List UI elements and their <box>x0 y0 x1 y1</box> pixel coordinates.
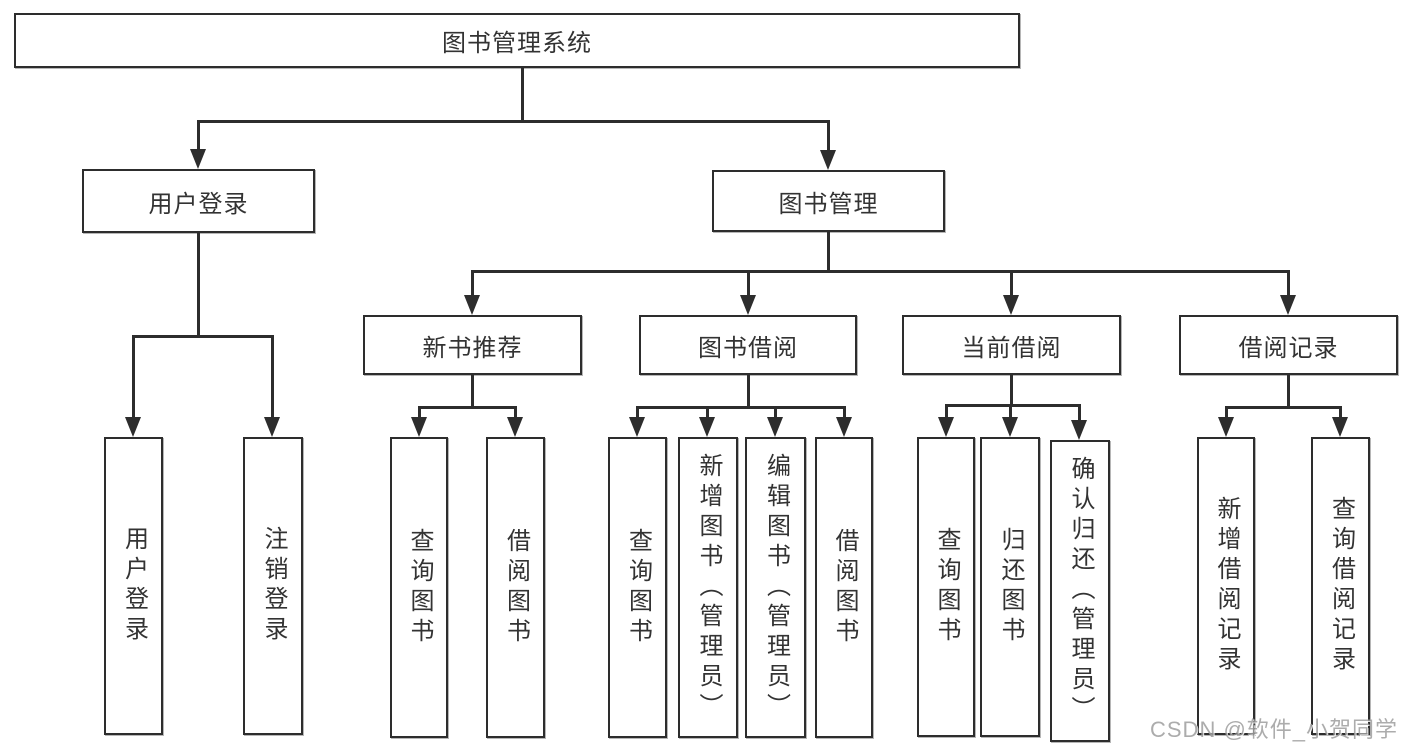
arrow-down-icon <box>125 417 141 437</box>
arrow-down-icon <box>820 150 836 170</box>
arrow-down-icon <box>1071 420 1087 440</box>
connector-stem <box>197 233 200 338</box>
arrow-shaft <box>1339 406 1342 422</box>
leaf-user-login: 用户登录 <box>104 437 163 735</box>
arrow-shaft <box>945 404 948 422</box>
leaf-query-books-borrow: 查询图书 <box>608 437 667 738</box>
arrow-shaft <box>271 335 274 423</box>
arrow-shaft <box>747 270 750 300</box>
connector-stem <box>827 232 830 273</box>
connector-rail <box>636 406 846 409</box>
arrow-shaft <box>132 335 135 423</box>
node-book-management: 图书管理 <box>712 170 945 232</box>
connector-rail <box>1225 406 1341 409</box>
leaf-add-book-admin: 新增图书（管理员） <box>678 437 738 738</box>
arrow-shaft <box>1078 404 1081 424</box>
arrow-shaft <box>1009 404 1012 422</box>
connector-stem <box>747 375 750 409</box>
arrow-down-icon <box>190 149 206 169</box>
connector-stem <box>1010 375 1013 407</box>
connector-stem <box>471 375 474 409</box>
arrow-down-icon <box>1332 417 1348 437</box>
arrow-down-icon <box>740 295 756 315</box>
arrow-shaft <box>827 120 830 155</box>
connector-rail <box>945 404 1080 407</box>
node-library-system: 图书管理系统 <box>14 13 1020 68</box>
connector-stem <box>521 68 524 123</box>
watermark: CSDN @软件_小贺同学 <box>1150 717 1399 742</box>
arrow-down-icon <box>1003 295 1019 315</box>
leaf-add-borrow-record: 新增借阅记录 <box>1197 437 1255 735</box>
arrow-down-icon <box>1280 295 1296 315</box>
arrow-shaft <box>418 406 421 422</box>
arrow-down-icon <box>264 417 280 437</box>
arrow-down-icon <box>411 417 427 437</box>
leaf-confirm-return-admin: 确认归还（管理员） <box>1050 440 1110 742</box>
arrow-down-icon <box>629 417 645 437</box>
leaf-query-books-recommend: 查询图书 <box>390 437 448 738</box>
arrow-down-icon <box>938 417 954 437</box>
arrow-down-icon <box>1002 417 1018 437</box>
arrow-shaft <box>774 406 777 422</box>
arrow-shaft <box>197 120 200 154</box>
connector-rail <box>471 270 1290 273</box>
node-user-login: 用户登录 <box>82 169 315 233</box>
arrow-shaft <box>514 406 517 422</box>
arrow-shaft <box>843 406 846 422</box>
node-book-borrow: 图书借阅 <box>639 315 857 375</box>
connector-rail <box>197 120 830 123</box>
connector-rail <box>132 335 274 338</box>
arrow-shaft <box>1010 270 1013 300</box>
arrow-down-icon <box>464 295 480 315</box>
node-current-borrow: 当前借阅 <box>902 315 1121 375</box>
arrow-shaft <box>1287 270 1290 300</box>
node-new-book-recommend: 新书推荐 <box>363 315 582 375</box>
arrow-shaft <box>471 270 474 300</box>
arrow-shaft <box>706 406 709 422</box>
arrow-down-icon <box>767 417 783 437</box>
arrow-shaft <box>1225 406 1228 422</box>
arrow-down-icon <box>699 417 715 437</box>
leaf-query-books-current: 查询图书 <box>917 437 975 737</box>
arrow-shaft <box>636 406 639 422</box>
leaf-borrow-books: 借阅图书 <box>815 437 873 738</box>
leaf-logout: 注销登录 <box>243 437 303 735</box>
connector-stem <box>1287 375 1290 409</box>
arrow-down-icon <box>507 417 523 437</box>
node-borrow-records: 借阅记录 <box>1179 315 1398 375</box>
arrow-down-icon <box>1218 417 1234 437</box>
leaf-return-books: 归还图书 <box>980 437 1040 737</box>
leaf-edit-book-admin: 编辑图书（管理员） <box>745 437 806 738</box>
arrow-down-icon <box>836 417 852 437</box>
connector-rail <box>418 406 517 409</box>
leaf-query-borrow-record: 查询借阅记录 <box>1311 437 1370 735</box>
leaf-borrow-books-recommend: 借阅图书 <box>486 437 545 738</box>
